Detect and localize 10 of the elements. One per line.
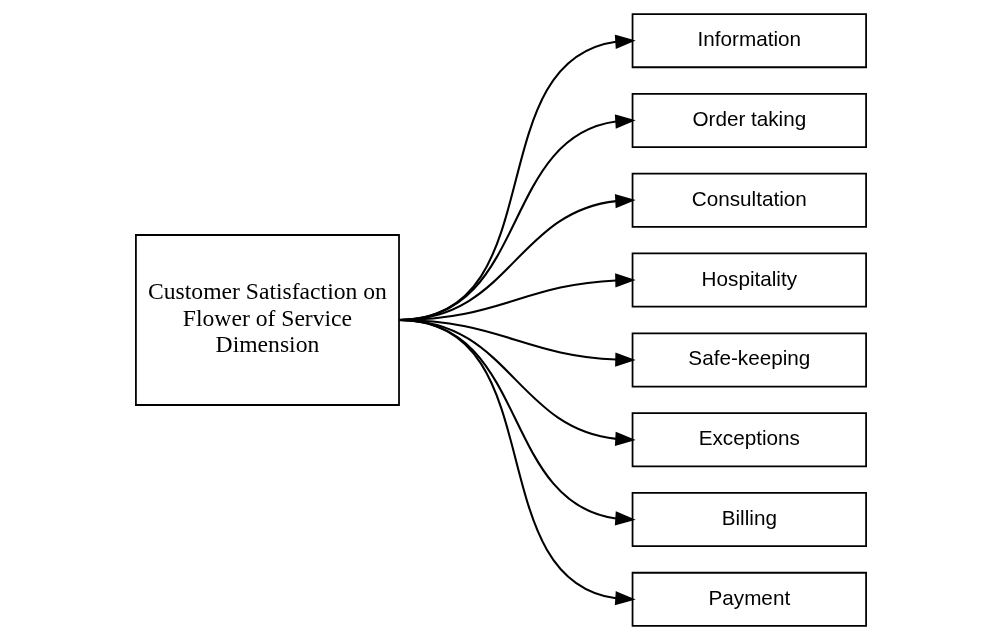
- arrow: [398, 318, 636, 606]
- node-box: Exceptions: [631, 412, 867, 468]
- node-box: Safe-keeping: [631, 332, 867, 388]
- node-box: Hospitality: [631, 252, 867, 308]
- node-box: Customer Satisfaction on Flower of Service Dimension: [135, 234, 400, 406]
- node-box: Billing: [631, 492, 867, 548]
- node-box: Order taking: [631, 92, 867, 148]
- node-box: Information: [631, 13, 867, 69]
- node-box: Payment: [631, 571, 867, 627]
- node-box: Consultation: [631, 172, 867, 228]
